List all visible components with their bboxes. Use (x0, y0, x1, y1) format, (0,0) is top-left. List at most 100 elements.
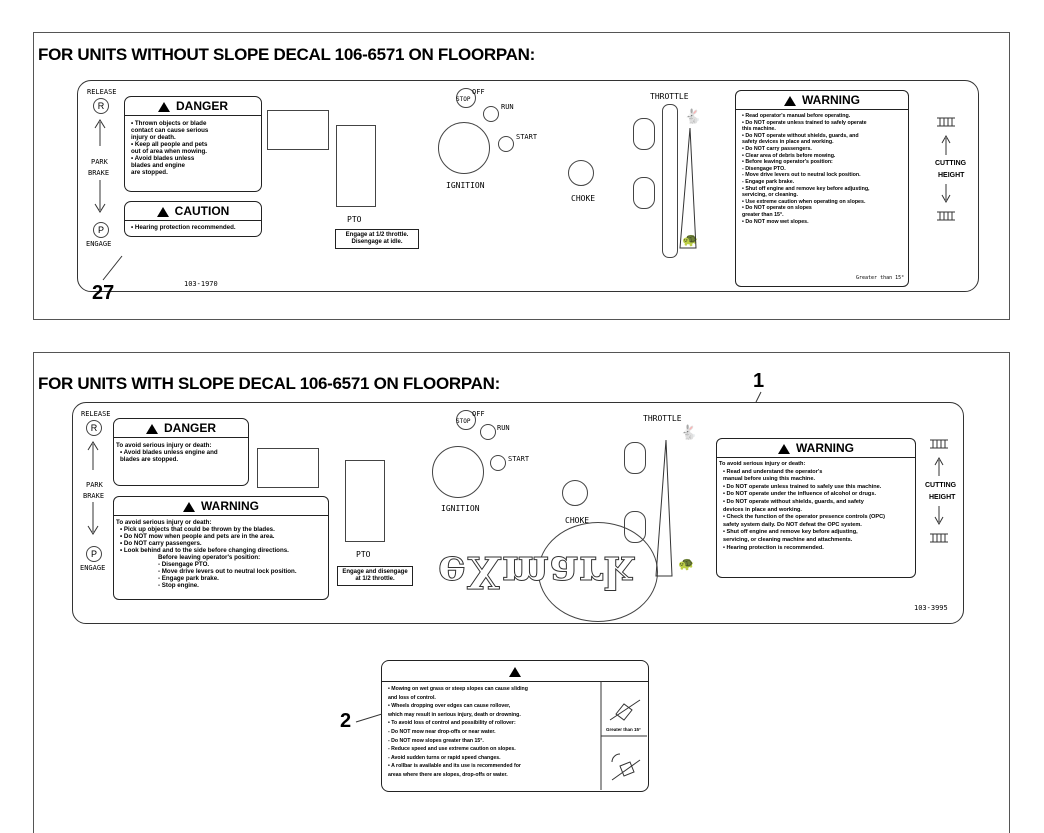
height-label: HEIGHT (938, 172, 965, 179)
choke-knob-hole (568, 160, 594, 186)
mower-rollover-icon (611, 753, 641, 781)
cutting-height-down-arrow-icon (934, 506, 944, 526)
section2-frame (33, 352, 1010, 833)
warning-triangle-icon (509, 666, 521, 677)
ignition-keyhole (432, 446, 484, 498)
brake-label: BRAKE (88, 169, 110, 177)
engage-label: ENGAGE (80, 564, 106, 572)
engage-label: ENGAGE (86, 240, 112, 248)
park-label: PARK (91, 158, 108, 166)
leader-line-1 (755, 391, 762, 403)
stop-position-icon (456, 410, 476, 430)
warning-triangle-icon (183, 501, 195, 512)
choke-knob-hole (562, 480, 588, 506)
turtle-slow-icon: 🐢 (678, 556, 695, 571)
section1-frame (33, 32, 1010, 320)
logo-circle-outline (538, 522, 658, 622)
park-label: PARK (86, 481, 103, 489)
throttle-label: THROTTLE (643, 414, 682, 423)
callout-1: 1 (753, 370, 765, 392)
engage-p-icon: P (86, 546, 102, 562)
leader-line-2 (355, 713, 383, 723)
pto-switch-cutout (345, 460, 385, 542)
throttle-label: THROTTLE (650, 92, 689, 101)
pto-instructions: Engage and disengage at 1/2 throttle. (337, 566, 413, 586)
cutting-label: CUTTING (935, 160, 967, 167)
release-arrow-icon (94, 119, 106, 146)
rabbit-fast-icon: 🐇 (680, 424, 698, 440)
mower-on-slope-icon (609, 699, 641, 721)
warning-decal-right: WARNING To avoid serious injury or death… (716, 438, 916, 578)
caution-triangle-icon (156, 206, 169, 217)
rabbit-fast-icon: 🐇 (684, 108, 702, 124)
run-position-icon (480, 424, 496, 440)
cutting-height-up-arrow-icon (934, 456, 944, 476)
warning-decal: WARNING • Read operator's manual before … (735, 90, 909, 287)
callout-27: 27 (92, 282, 115, 304)
pto-instructions: Engage at 1/2 throttle. Disengage at idl… (335, 229, 419, 249)
cutting-height-low-icon (930, 533, 948, 543)
throttle-wedge (655, 439, 673, 577)
throttle-wedge (679, 127, 697, 249)
cutting-height-low-icon (937, 211, 955, 221)
warning-triangle-icon (778, 443, 790, 454)
release-label: RELEASE (81, 410, 111, 418)
hour-meter-cutout (257, 448, 319, 488)
off-label: OFF (472, 410, 485, 418)
cutting-height-down-arrow-icon (941, 184, 951, 204)
engage-arrow-icon (87, 502, 99, 535)
ignition-keyhole (438, 122, 490, 174)
slope-decal-106-6571: • Mowing on wet grass or steep slopes ca… (381, 660, 649, 792)
ignition-label: IGNITION (446, 181, 485, 190)
run-position-icon (483, 106, 499, 122)
release-r-icon: R (93, 98, 109, 114)
pto-label: PTO (356, 550, 371, 559)
height-label: HEIGHT (929, 494, 956, 501)
start-position-icon (498, 136, 514, 152)
warning-text: • Read operator's manual before operatin… (742, 113, 870, 225)
hour-meter-cutout (267, 110, 329, 150)
choke-label: CHOKE (565, 516, 590, 525)
pto-switch-cutout (336, 125, 376, 207)
run-label: RUN (501, 103, 514, 111)
ignition-label: IGNITION (441, 504, 480, 513)
choke-label: CHOKE (571, 194, 596, 203)
warning-text: To avoid serious injury or death: • Pick… (116, 519, 297, 589)
off-label: OFF (472, 88, 485, 96)
danger-text: To avoid serious injury or death: • Avoi… (116, 442, 218, 463)
decal2-text: • Mowing on wet grass or steep slopes ca… (388, 686, 528, 778)
cutting-label: CUTTING (925, 482, 957, 489)
part-number-label: 103-3995 (914, 604, 948, 612)
cutting-height-up-arrow-icon (941, 134, 951, 155)
turtle-slow-icon: 🐢 (682, 232, 699, 247)
decal2-pictogram-divider (600, 681, 647, 790)
release-arrow-icon (87, 441, 99, 470)
throttle-bolt-top (624, 442, 646, 474)
callout-2: 2 (340, 710, 352, 732)
warning-triangle-icon (145, 423, 158, 434)
release-label: RELEASE (87, 88, 117, 96)
danger-text: • Thrown objects or blade contact can ca… (131, 120, 209, 176)
section2-title: FOR UNITS WITH SLOPE DECAL 106-6571 ON F… (38, 374, 500, 393)
stop-label: STOP (456, 418, 471, 425)
run-label: RUN (497, 424, 510, 432)
warning-triangle-icon (157, 101, 170, 112)
greater-than-label: Greater than 15° (856, 275, 905, 281)
section1-title: FOR UNITS WITHOUT SLOPE DECAL 106-6571 O… (38, 45, 535, 64)
part-number-label: 103-1970 (184, 280, 218, 288)
caution-decal: CAUTION • Hearing protection recommended… (124, 201, 262, 237)
engage-p-icon: P (93, 222, 109, 238)
stop-label: STOP (456, 96, 471, 103)
danger-decal: DANGER To avoid serious injury or death:… (113, 418, 249, 486)
engage-arrow-icon (94, 180, 106, 213)
warning-decal-left: WARNING To avoid serious injury or death… (113, 496, 329, 600)
stop-position-icon (456, 88, 476, 108)
brake-label: BRAKE (83, 492, 105, 500)
danger-decal: DANGER • Thrown objects or blade contact… (124, 96, 262, 192)
cutting-height-high-icon (937, 117, 955, 127)
cutting-height-high-icon (930, 439, 948, 449)
warning-triangle-icon (784, 95, 796, 106)
leader-line-27 (102, 255, 123, 281)
start-label: START (508, 455, 530, 463)
